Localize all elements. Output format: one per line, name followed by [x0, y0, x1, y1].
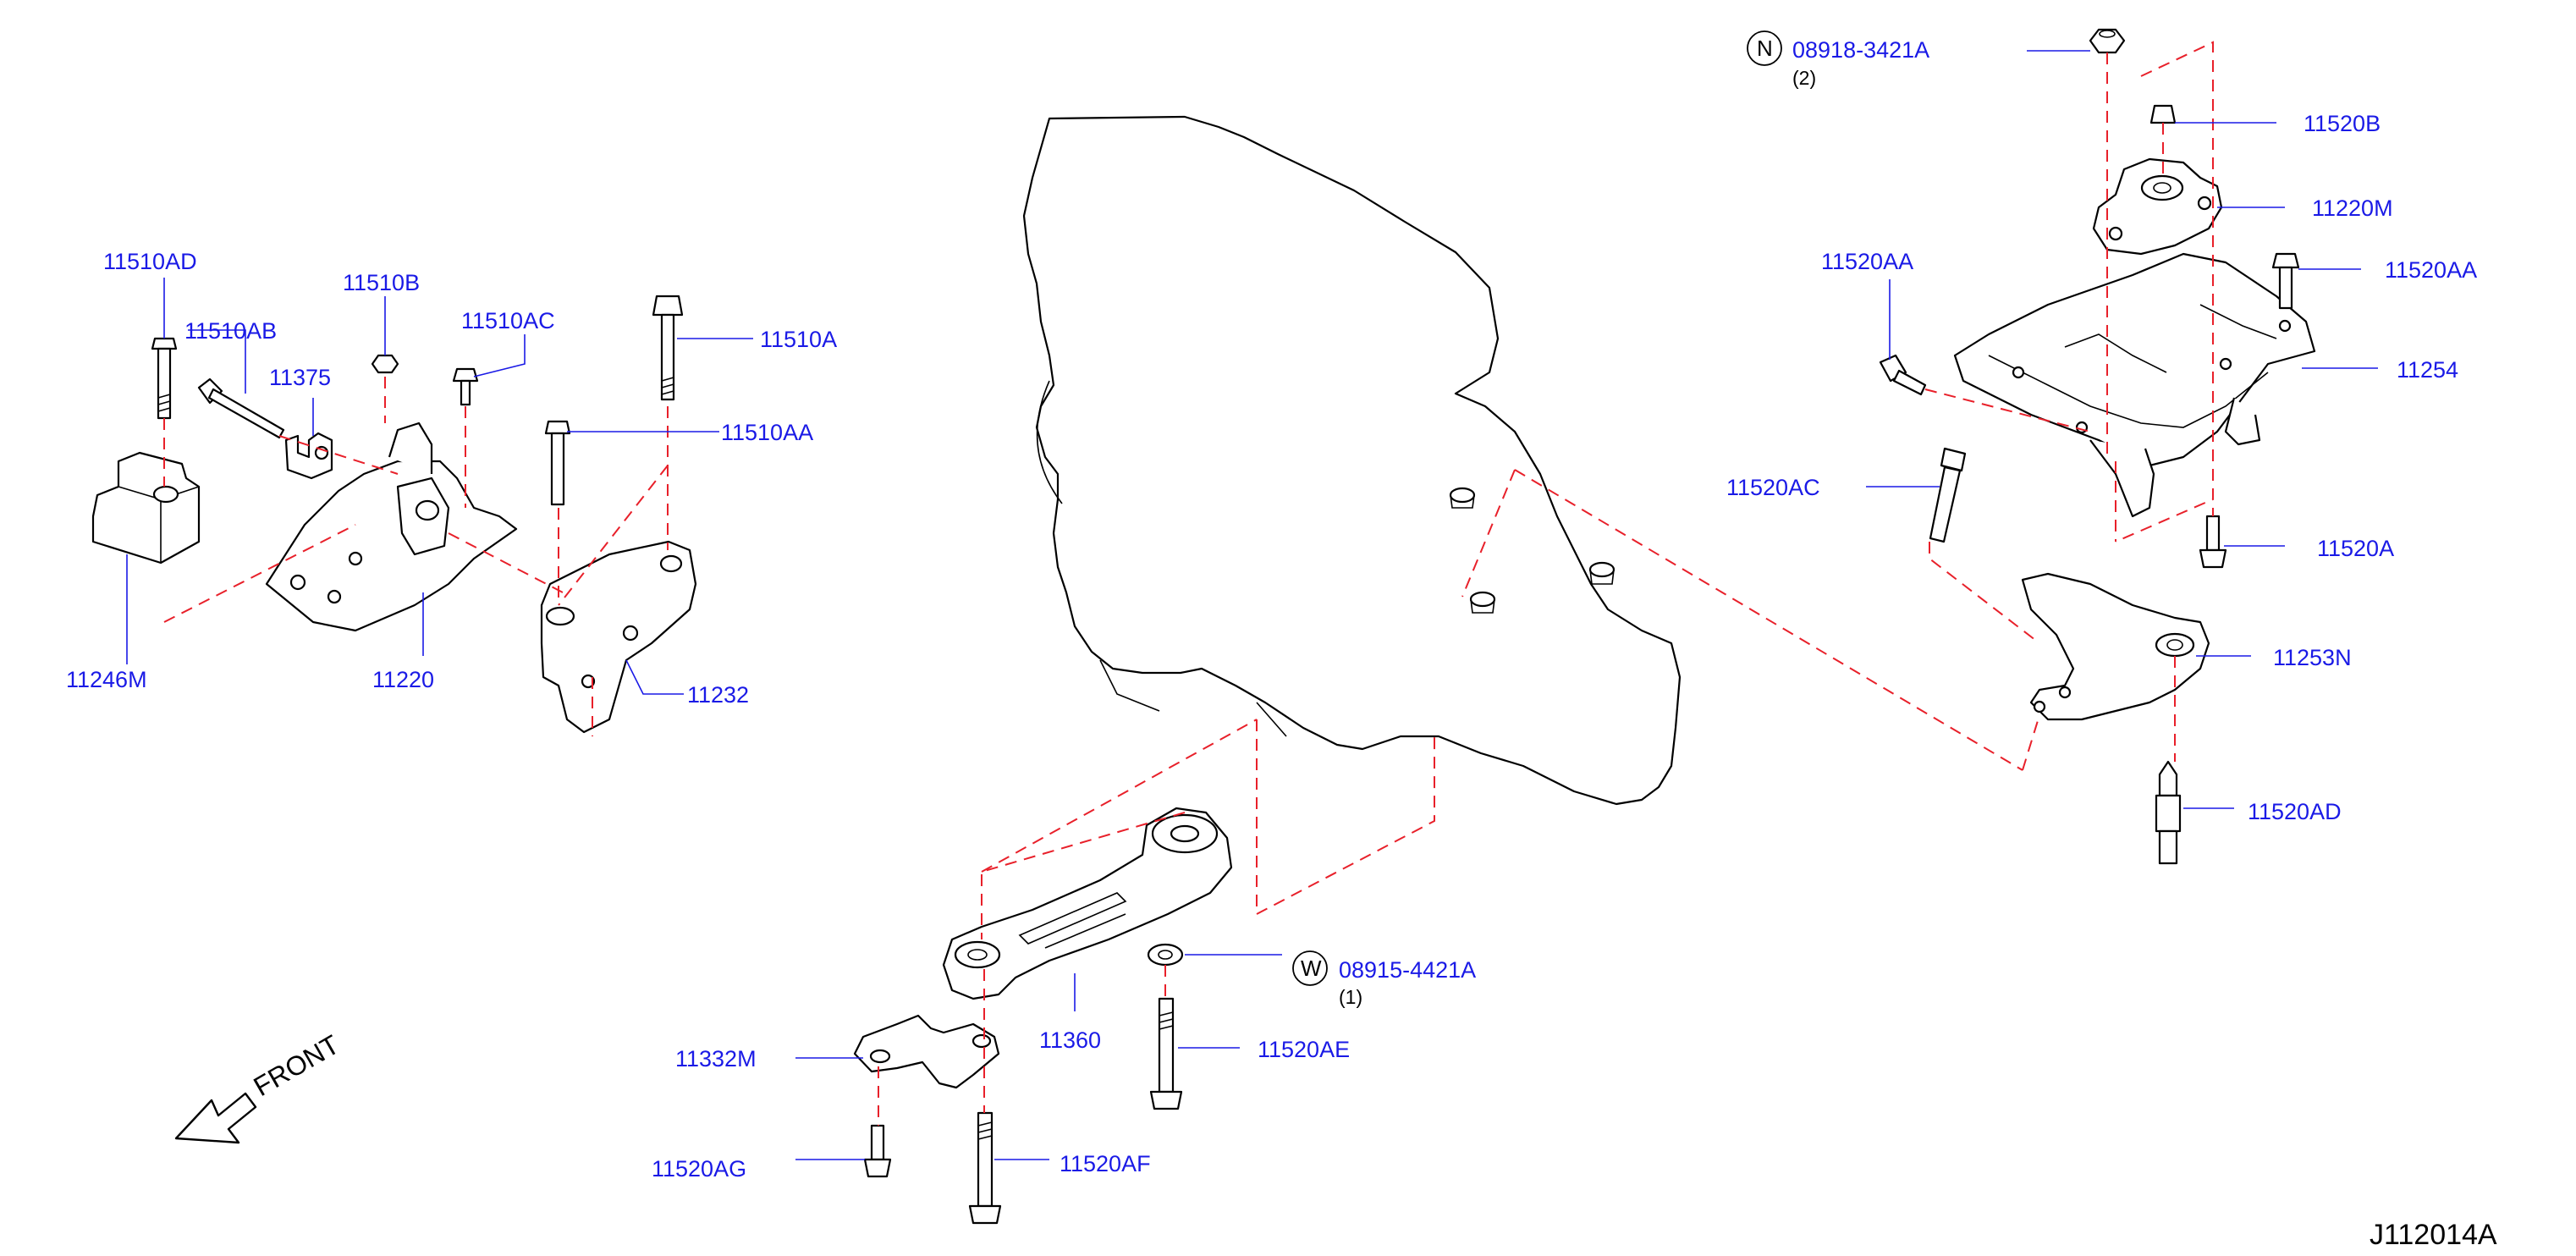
engine-block-outline — [1022, 115, 1682, 806]
bolt-11520AF — [968, 1111, 1002, 1225]
label-11520AE: 11520AE — [1258, 1037, 1350, 1062]
bolt-11510AB — [197, 377, 285, 439]
bolt-11520AA-left — [1879, 354, 1927, 396]
label-11232: 11232 — [687, 682, 749, 708]
bolt-11510A — [652, 295, 684, 401]
label-11246M: 11246M — [66, 667, 147, 692]
qty-08918-3421A: (2) — [1792, 67, 1816, 89]
part-labels: 11510AD 11510AB 11510B 11375 11510AC 115… — [66, 30, 2477, 1182]
washer-symbol: W — [1301, 956, 1322, 981]
label-11510AC: 11510AC — [461, 308, 555, 333]
label-11220M: 11220M — [2312, 196, 2393, 221]
label-08915-4421A: 08915-4421A — [1339, 957, 1476, 983]
diagram-code: J112014A — [2370, 1219, 2497, 1251]
label-11520A: 11520A — [2317, 536, 2394, 561]
label-11510B: 11510B — [343, 270, 420, 295]
nut-11520B — [2149, 104, 2177, 124]
bolt-11520AC — [1929, 447, 1967, 543]
nut-11510B — [371, 354, 399, 374]
front-label: FRONT — [249, 1029, 344, 1102]
torque-rod-11360 — [942, 807, 1233, 1000]
label-11360: 11360 — [1039, 1027, 1101, 1053]
label-11520AG: 11520AG — [652, 1156, 746, 1182]
label-11253N: 11253N — [2273, 645, 2352, 670]
nut-symbol: N — [1757, 36, 1773, 61]
washer-08915-4421A — [1147, 943, 1184, 967]
engine-mount-11220 — [265, 421, 518, 632]
label-11254: 11254 — [2397, 357, 2458, 383]
bracket-11375 — [284, 432, 333, 480]
bolt-11520AD — [2155, 760, 2182, 865]
front-direction-indicator: FRONT — [174, 1029, 344, 1144]
label-11332M: 11332M — [675, 1046, 757, 1071]
bolt-11510AD — [151, 337, 178, 420]
bolt-11520AA-right — [2271, 252, 2300, 310]
label-11510A: 11510A — [760, 327, 837, 352]
label-08918-3421A: 08918-3421A — [1792, 37, 1929, 63]
bracket-11253N — [2021, 572, 2210, 721]
label-11520AC: 11520AC — [1726, 475, 1820, 500]
bolt-11510AC — [452, 367, 479, 406]
label-11510AD: 11510AD — [103, 249, 197, 274]
bolt-11520A — [2199, 515, 2227, 569]
label-11520AA-right: 11520AA — [2385, 257, 2477, 283]
leader-lines — [126, 50, 2378, 1160]
label-11220: 11220 — [372, 667, 434, 692]
bracket-11332M — [853, 1014, 1000, 1089]
nut-symbol-circle — [1747, 30, 1782, 66]
label-11520AF: 11520AF — [1060, 1151, 1151, 1176]
engine-stud-right — [1588, 561, 1616, 585]
engine-stud-upper — [1449, 487, 1476, 509]
assembly-guide-lines — [163, 41, 2214, 1126]
front-arrow-icon — [174, 1092, 257, 1144]
mount-insulator-11220M — [2092, 157, 2223, 256]
mount-block-11246M — [91, 451, 201, 565]
bolt-11520AE — [1149, 997, 1183, 1110]
label-11520B: 11520B — [2304, 111, 2381, 136]
label-11510AA: 11510AA — [721, 420, 813, 445]
label-11375: 11375 — [269, 365, 331, 390]
engine-stud-lower — [1469, 591, 1496, 614]
bolt-11510AA — [544, 420, 571, 506]
bolt-11520AG — [863, 1124, 892, 1178]
bracket-11254 — [1953, 252, 2316, 518]
label-11520AA-left: 11520AA — [1821, 249, 1913, 274]
nut-08918-3421A — [2089, 28, 2126, 54]
qty-08915-4421A: (1) — [1339, 986, 1362, 1008]
washer-symbol-circle — [1292, 950, 1328, 986]
label-11510AB: 11510AB — [184, 318, 277, 344]
label-11520AD: 11520AD — [2248, 799, 2342, 824]
bracket-11232 — [540, 540, 697, 734]
